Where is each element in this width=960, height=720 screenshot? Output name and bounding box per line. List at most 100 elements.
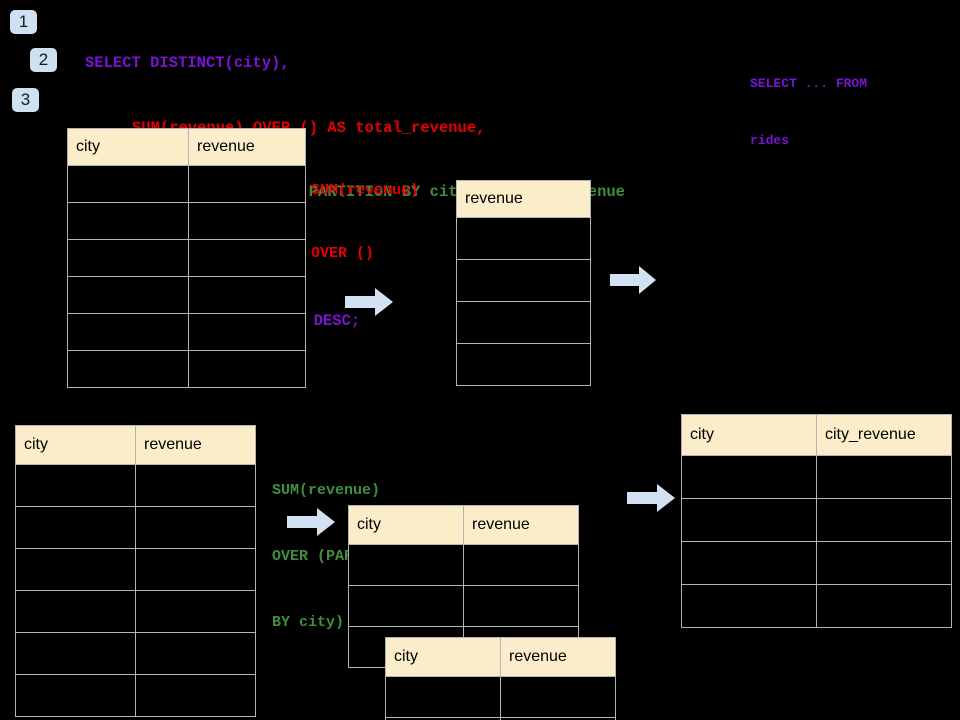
arrow-bottom-left <box>287 508 335 541</box>
table-header-row: revenue <box>456 180 591 218</box>
arrow-top-right <box>610 266 656 299</box>
table-cell <box>463 544 579 586</box>
column-header-revenue: revenue <box>463 505 579 545</box>
column-header-revenue: revenue <box>188 128 306 166</box>
table-header-row: city revenue <box>15 425 256 465</box>
table-row <box>456 301 591 344</box>
table-cell <box>15 506 136 549</box>
annotation-sum-over-empty-line-2: OVER () <box>311 245 375 262</box>
column-header-revenue: revenue <box>456 180 591 218</box>
table-cell <box>67 239 189 277</box>
table-cell <box>456 217 591 260</box>
arrow-right-icon <box>287 508 335 536</box>
table-cell <box>67 350 189 388</box>
table-row <box>681 584 952 628</box>
table-row <box>67 350 306 388</box>
arrow-top-left <box>345 288 393 321</box>
table-row <box>681 498 952 542</box>
table-row <box>348 585 579 627</box>
table-cell <box>348 544 464 586</box>
table-cell <box>15 674 136 717</box>
table-row <box>681 455 952 499</box>
table-cell <box>67 313 189 351</box>
table-cell <box>135 506 256 549</box>
table-cell <box>681 455 817 499</box>
column-header-revenue: revenue <box>135 425 256 465</box>
table-cell <box>816 498 952 542</box>
arrow-bottom-right <box>627 484 675 517</box>
table-row <box>15 632 256 675</box>
sql-line-1: SELECT DISTINCT(city), <box>85 54 290 72</box>
table-cell <box>67 276 189 314</box>
column-header-city: city <box>385 637 501 677</box>
table-cell <box>188 239 306 277</box>
table-row <box>15 548 256 591</box>
table-cell <box>15 590 136 633</box>
table-cell <box>816 541 952 585</box>
table-row <box>385 676 616 718</box>
table-row <box>385 717 616 720</box>
table-row <box>67 165 306 203</box>
annotation-select-from-line-2: rides <box>750 133 790 148</box>
table-rides-bottom: city revenue <box>15 425 256 717</box>
table-header-row: city city_revenue <box>681 414 952 456</box>
table-cell <box>15 632 136 675</box>
column-header-city: city <box>681 414 817 456</box>
table-cell <box>15 548 136 591</box>
table-result: city city_revenue <box>681 414 952 628</box>
table-header-row: city revenue <box>67 128 306 166</box>
table-row <box>681 541 952 585</box>
table-cell <box>135 632 256 675</box>
column-header-city-revenue: city_revenue <box>816 414 952 456</box>
table-cell <box>135 674 256 717</box>
column-header-city: city <box>15 425 136 465</box>
table-header-row: city revenue <box>385 637 616 677</box>
table-total-revenue: revenue <box>456 180 591 386</box>
table-partition-front: city revenue <box>385 637 616 720</box>
table-row <box>15 506 256 549</box>
annotation-sum-over-partition-line-3: BY city) <box>272 614 345 631</box>
annotation-select-from-line-1: SELECT ... FROM <box>750 76 868 91</box>
annotation-sum-over-empty-line-1: SUM(revenue) <box>311 182 420 199</box>
table-cell <box>135 464 256 507</box>
table-row <box>67 276 306 314</box>
table-row <box>67 202 306 240</box>
table-cell <box>188 276 306 314</box>
table-cell <box>67 165 189 203</box>
table-cell <box>500 717 616 720</box>
table-row <box>15 590 256 633</box>
annotation-select-from: SELECT ... FROM rides <box>750 36 867 188</box>
table-cell <box>348 585 464 627</box>
table-cell <box>681 584 817 628</box>
column-header-revenue: revenue <box>500 637 616 677</box>
arrow-right-icon <box>345 288 393 316</box>
table-cell <box>135 548 256 591</box>
table-cell <box>681 541 817 585</box>
table-cell <box>500 676 616 718</box>
table-cell <box>385 676 501 718</box>
table-row <box>456 217 591 260</box>
table-cell <box>15 464 136 507</box>
arrow-right-icon <box>627 484 675 512</box>
table-header-row: city revenue <box>348 505 579 545</box>
step-badge-3: 3 <box>12 88 39 112</box>
table-cell <box>135 590 256 633</box>
arrow-right-icon <box>610 266 656 294</box>
table-cell <box>456 301 591 344</box>
column-header-city: city <box>67 128 189 166</box>
table-row <box>67 313 306 351</box>
table-row <box>456 343 591 386</box>
table-cell <box>188 202 306 240</box>
column-header-city: city <box>348 505 464 545</box>
step-badge-2: 2 <box>30 48 57 72</box>
step-badge-1: 1 <box>10 10 37 34</box>
table-cell <box>456 343 591 386</box>
table-row <box>348 544 579 586</box>
table-cell <box>188 313 306 351</box>
annotation-sum-over-empty: SUM(revenue) OVER () <box>311 138 419 306</box>
table-cell <box>188 350 306 388</box>
table-cell <box>456 259 591 302</box>
table-rides-top: city revenue <box>67 128 306 388</box>
table-row <box>456 259 591 302</box>
